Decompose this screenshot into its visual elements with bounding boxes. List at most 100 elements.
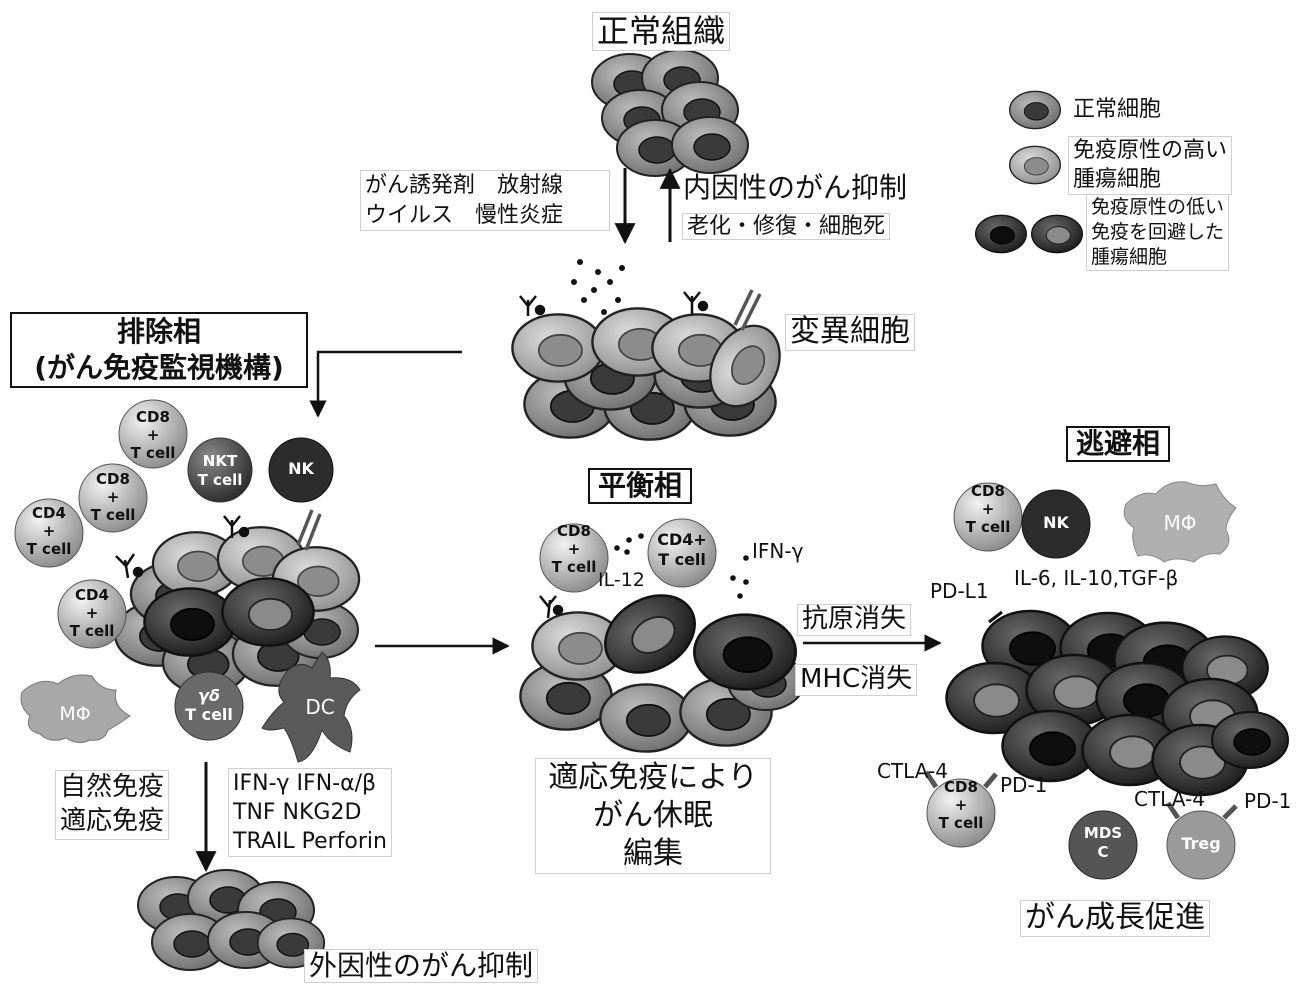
esc-cd8-t-cell-b: CD8 + T cell: [931, 778, 991, 832]
cd4b-line-1: CD4: [75, 586, 109, 604]
receptors-mutant: [519, 289, 762, 331]
eq-cd8-line-3: T cell: [551, 558, 597, 576]
legend-low-line-3: 腫瘍細胞: [1091, 246, 1168, 269]
cd8a-line-2: +: [146, 426, 160, 444]
gd-line-1: γδ: [198, 686, 220, 705]
secreted-dots: [571, 259, 625, 315]
receptors-equilibrium: [539, 595, 564, 619]
dendritic-cell: DC: [305, 695, 335, 719]
normal-tissue-cluster: [591, 49, 749, 177]
eq-cd8-t-cell: CD8 + T cell: [544, 522, 604, 576]
elimination-title-box: 排除相 (がん免疫監視機構): [10, 312, 308, 388]
esc-cd8b-line-2: +: [954, 796, 968, 814]
checkpoint-receptors: [923, 770, 1238, 820]
esc-cd8-line-2: +: [981, 500, 995, 518]
treg-cell: Treg: [1181, 834, 1221, 853]
escape-tumor-mass: [945, 609, 1290, 797]
carcinogens-line-1: がん誘発剤 放射線: [365, 173, 564, 198]
escape-title: 逃避相: [1066, 426, 1171, 463]
equilibrium-caption-3: 編集: [623, 836, 683, 872]
carcinogens-line-2: ウイルス 慢性炎症: [365, 202, 564, 228]
pd1-label-a: PD-1: [1000, 773, 1048, 797]
nkt-line-2: T cell: [197, 470, 243, 489]
mediators-line-2: TNF NKG2D: [233, 800, 362, 826]
legend-high-immunogenic: 免疫原性の高い 腫瘍細胞: [1068, 136, 1233, 196]
esc-cd8-line-1: CD8: [971, 482, 1005, 500]
equilibrium-caption-2: がん休眠: [593, 798, 713, 834]
cd4b-line-3: T cell: [69, 622, 115, 640]
cd4a-line-2: +: [42, 522, 56, 540]
cd8a-line-3: T cell: [130, 444, 176, 462]
ctla4-label-a: CTLA-4: [877, 759, 948, 783]
macrophage-a: MΦ: [59, 703, 91, 725]
mdsc-cell: MDS C: [1073, 824, 1133, 862]
innate-adaptive-box: 自然免疫 適応免疫: [55, 770, 170, 840]
pd-l1-label: PD-L1: [930, 579, 989, 603]
cd8-t-cell-b: CD8 + T cell: [83, 470, 143, 524]
cd4a-line-3: T cell: [26, 540, 72, 558]
equilibrium-immune-cells: [539, 518, 717, 593]
pd1-label-b: PD-1: [1244, 789, 1292, 813]
normal-tissue-label: 正常組織: [592, 12, 731, 51]
receptors-elimination: [115, 509, 322, 579]
nk-cell: NK: [288, 459, 314, 478]
eq-cd4-t-cell: CD4+ T cell: [652, 530, 712, 570]
esc-cd8-line-3: T cell: [965, 518, 1011, 536]
il12-label: IL-12: [598, 569, 645, 591]
mutant-cells-label: 変異細胞: [785, 314, 915, 351]
cancer-growth-label: がん成長促進: [1020, 900, 1210, 937]
equilibrium-dots: [614, 533, 749, 599]
mutant-cells-cluster: [511, 307, 795, 441]
cd8b-line-3: T cell: [90, 506, 136, 524]
escape-immune-cells: [926, 481, 1237, 880]
eq-cd4-line-1: CD4+: [657, 530, 707, 549]
cd8b-line-2: +: [106, 488, 120, 506]
equilibrium-title: 平衡相: [588, 468, 693, 505]
nkt-line-1: NKT: [202, 452, 238, 470]
cd8b-line-1: CD8: [96, 470, 130, 488]
ctla4-label-b: CTLA-4: [1134, 787, 1205, 811]
cd8a-line-1: CD8: [136, 408, 170, 426]
legend-normal-cell: 正常細胞: [1073, 97, 1162, 122]
legend-low-line-1: 免疫原性の低い: [1091, 196, 1225, 218]
cd4-t-cell-b: CD4 + T cell: [62, 586, 122, 640]
elimination-immune-cells: [14, 399, 361, 763]
nkt-cell: NKT T cell: [190, 452, 250, 490]
mediators-line-1: IFN-γ IFN-α/β: [233, 771, 377, 796]
ifn-gamma-label: IFN-γ: [752, 539, 804, 563]
eq-cd8-line-1: CD8: [557, 522, 591, 540]
esc-macrophage: MΦ: [1163, 511, 1197, 535]
adaptive-immunity: 適応免疫: [60, 805, 165, 836]
equilibrium-caption-box: 適応免疫により がん休眠 編集: [535, 758, 771, 875]
intrinsic-suppression-detail: 老化・修復・細胞死: [682, 213, 891, 241]
escape-cytokines: IL-6, IL-10,TGF-β: [1014, 566, 1179, 590]
elimination-subtitle: (がん免疫監視機構): [34, 350, 284, 384]
esc-cd8b-line-1: CD8: [944, 778, 978, 796]
esc-cd8-t-cell: CD8 + T cell: [958, 482, 1018, 536]
mediators-box: IFN-γ IFN-α/β TNF NKG2D TRAIL Perforin: [228, 768, 392, 858]
equilibrium-tumor-mass: [519, 578, 806, 753]
extrinsic-suppression-label: 外因性のがん抑制: [304, 949, 539, 984]
pdl1-pointer: [988, 610, 1003, 624]
arrow-to-elimination: [309, 350, 462, 418]
legend-low-line-2: 免疫を回避した: [1091, 221, 1225, 244]
esc-cd8b-line-3: T cell: [938, 814, 984, 832]
cd8-t-cell-a: CD8 + T cell: [123, 408, 183, 462]
legend-high-line-1: 免疫原性の高い: [1073, 138, 1228, 163]
esc-nk-cell: NK: [1043, 513, 1069, 532]
equilibrium-caption-1: 適応免疫により: [548, 760, 758, 795]
cd4a-line-1: CD4: [32, 504, 66, 522]
carcinogens-box: がん誘発剤 放射線 ウイルス 慢性炎症: [360, 170, 610, 232]
elimination-title: 排除相: [116, 315, 201, 348]
gd-line-2: T cell: [185, 705, 233, 725]
cd4-t-cell-a: CD4 + T cell: [19, 504, 79, 558]
legend-high-line-2: 腫瘍細胞: [1073, 166, 1162, 192]
intrinsic-suppression-title: 内因性のがん抑制: [683, 171, 908, 204]
eq-cd8-line-2: +: [567, 540, 581, 558]
mediators-line-3: TRAIL Perforin: [233, 829, 387, 855]
cd4b-line-2: +: [85, 604, 99, 622]
eq-cd4-line-2: T cell: [658, 550, 706, 569]
antigen-loss-label: 抗原消失: [797, 604, 912, 636]
extrinsic-normal-cluster: [137, 869, 326, 971]
